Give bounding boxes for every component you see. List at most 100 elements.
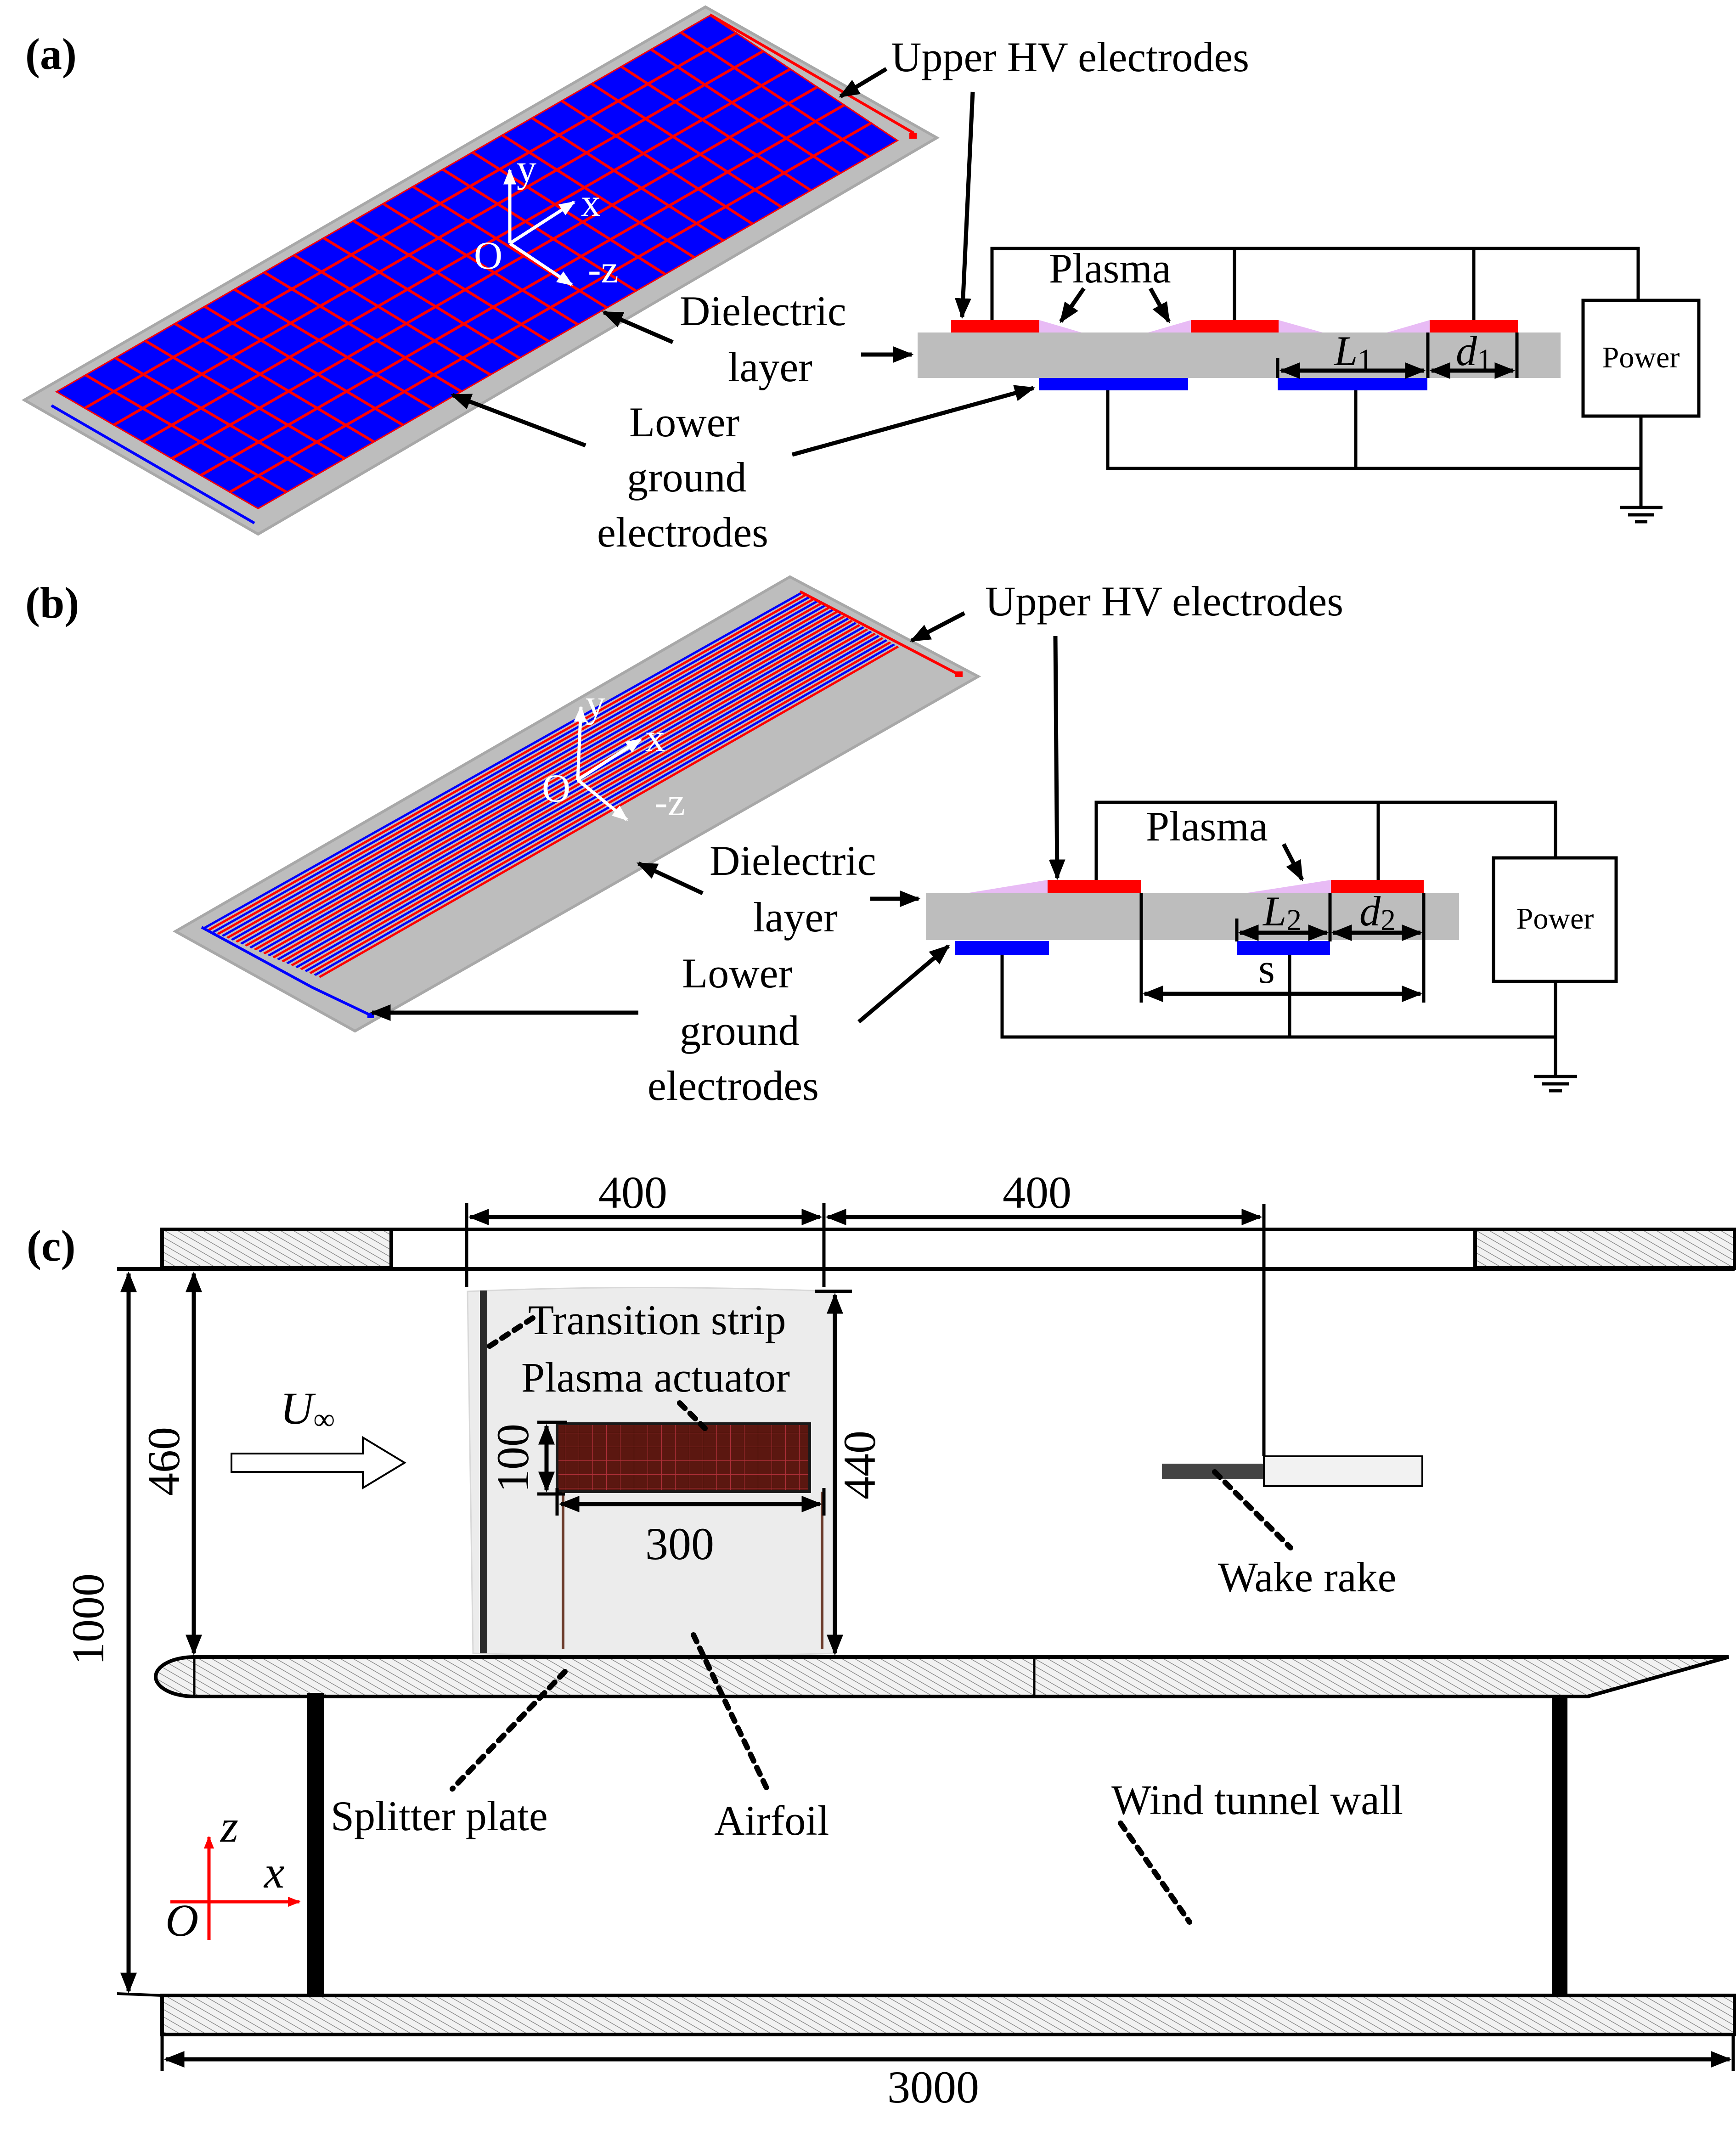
dim-300: 300	[645, 1518, 714, 1569]
plasma-region	[1039, 320, 1082, 333]
label-plasma-actuator: Plasma actuator	[521, 1354, 790, 1401]
tunnel-ceiling	[117, 1228, 1736, 1271]
callout-dielectric-1: Dielectric	[680, 287, 846, 334]
hv-strip	[254, 615, 845, 951]
ground-bus-line	[201, 926, 373, 1017]
plasma-region	[1148, 320, 1191, 333]
panel-b-schematic: Power Plasma L2 d2 s	[926, 800, 1618, 1093]
callout-dielectric-1: Dielectric	[710, 837, 876, 884]
hv-bus-line	[799, 590, 961, 676]
support-leg	[1552, 1696, 1567, 1996]
panel-b-plate: y x -z O	[172, 575, 981, 1033]
callout-lower-2: ground	[680, 1007, 800, 1054]
ground-strip	[314, 643, 895, 976]
plasma-region	[966, 880, 1048, 893]
hv-grid-line	[590, 82, 783, 209]
axis-z-label: -z	[588, 247, 619, 291]
hv-strip	[300, 637, 884, 970]
hv-grid-line	[649, 48, 841, 175]
dim-d1: d1	[1456, 327, 1492, 377]
ground-strip	[249, 613, 841, 949]
support-leg	[307, 1693, 324, 1996]
axis-origin-label: O	[474, 233, 502, 277]
ground-strip	[203, 592, 803, 930]
callout-lower-3: electrodes	[597, 509, 768, 556]
hv-grid-line	[441, 168, 637, 293]
freestream-label: U∞	[280, 1383, 335, 1436]
ground-strip	[268, 621, 857, 957]
power-label: Power	[1516, 902, 1594, 936]
dim-400-airfoil: 400	[598, 1167, 667, 1218]
hv-strip	[309, 641, 891, 975]
callout-lower-1: Lower	[629, 399, 739, 445]
label-splitter-plate: Splitter plate	[331, 1792, 548, 1839]
hv-electrode	[1331, 880, 1424, 893]
plasma-region	[1387, 320, 1430, 333]
hv-bus-line	[709, 13, 915, 135]
hv-grid-line	[143, 339, 346, 461]
label-transition-strip: Transition strip	[528, 1296, 786, 1343]
axis-origin-label: O	[165, 1895, 198, 1946]
hv-strip	[236, 607, 830, 943]
axis-x-label: x	[263, 1847, 284, 1898]
label-airfoil: Airfoil	[714, 1797, 829, 1844]
axis-x-label: x	[645, 716, 665, 760]
ground-strip	[259, 617, 849, 953]
ground-symbol-icon	[1534, 1075, 1577, 1093]
plasma-region	[1245, 880, 1331, 893]
axis-x-label: x	[581, 180, 601, 225]
electrode-strips	[203, 592, 899, 978]
hv-grid-line	[352, 219, 550, 343]
hv-grid-line	[203, 304, 405, 427]
callout-lower-1: Lower	[682, 950, 792, 997]
ground-strip	[286, 630, 872, 965]
hv-grid-line	[530, 116, 725, 242]
hv-grid-line	[84, 373, 288, 494]
axis-z-label: z	[220, 1801, 238, 1852]
hv-strip	[291, 632, 876, 967]
hv-strip	[226, 602, 822, 939]
hv-grid-line	[411, 185, 609, 310]
panel-c: (c) 400 400 Transition strip Plasma actu…	[27, 1167, 1736, 2113]
hv-grid-line	[263, 271, 463, 394]
plate-axes: y x -z O	[542, 681, 685, 824]
power-label: Power	[1602, 341, 1680, 374]
dim-L2: L2	[1262, 888, 1302, 937]
ground-electrode	[1039, 378, 1188, 390]
hv-grid-line	[560, 99, 754, 226]
hv-electrode	[1048, 880, 1141, 893]
hv-electrode	[1191, 320, 1279, 333]
panel-a: (a) y x -z O Upper HV electrodes Dielect…	[21, 5, 1701, 556]
callout-lower-3: electrodes	[648, 1062, 819, 1109]
ground-electrode	[1278, 378, 1427, 390]
ground-strip	[231, 604, 826, 941]
hv-strip	[263, 620, 853, 955]
panel-b: (b) y x -z O Upper HV electrodes Dielect…	[25, 575, 1618, 1109]
axis-z-label: -z	[654, 780, 685, 824]
callout-upper-hv: Upper HV electrodes	[985, 578, 1343, 625]
hv-grid-line	[501, 133, 696, 259]
hv-grid-line	[382, 202, 580, 327]
hv-grid-line	[620, 65, 812, 192]
hv-electrode	[1430, 320, 1518, 333]
axis-y-label: y	[586, 681, 605, 725]
power-supply-box	[1492, 856, 1618, 983]
hv-terminal	[955, 671, 963, 677]
power-supply-box	[1581, 299, 1701, 418]
dim-s: s	[1258, 945, 1275, 992]
ground-strip	[295, 635, 880, 969]
hv-grid-line	[322, 236, 521, 360]
dim-400-rake: 400	[1003, 1167, 1071, 1218]
coordinate-axes: z x O	[165, 1801, 301, 1946]
plate-axes: y x -z O	[474, 146, 619, 291]
panel-c-label: (c)	[27, 1221, 76, 1270]
hv-grid-line	[114, 356, 317, 477]
hv-strip	[318, 645, 899, 978]
callout-dielectric-2: layer	[753, 894, 838, 941]
plasma-label: Plasma	[1146, 803, 1268, 850]
ground-bus-line	[51, 404, 255, 524]
dim-440: 440	[834, 1431, 885, 1499]
dim-1000: 1000	[62, 1573, 113, 1665]
hv-grid-line	[292, 253, 492, 377]
